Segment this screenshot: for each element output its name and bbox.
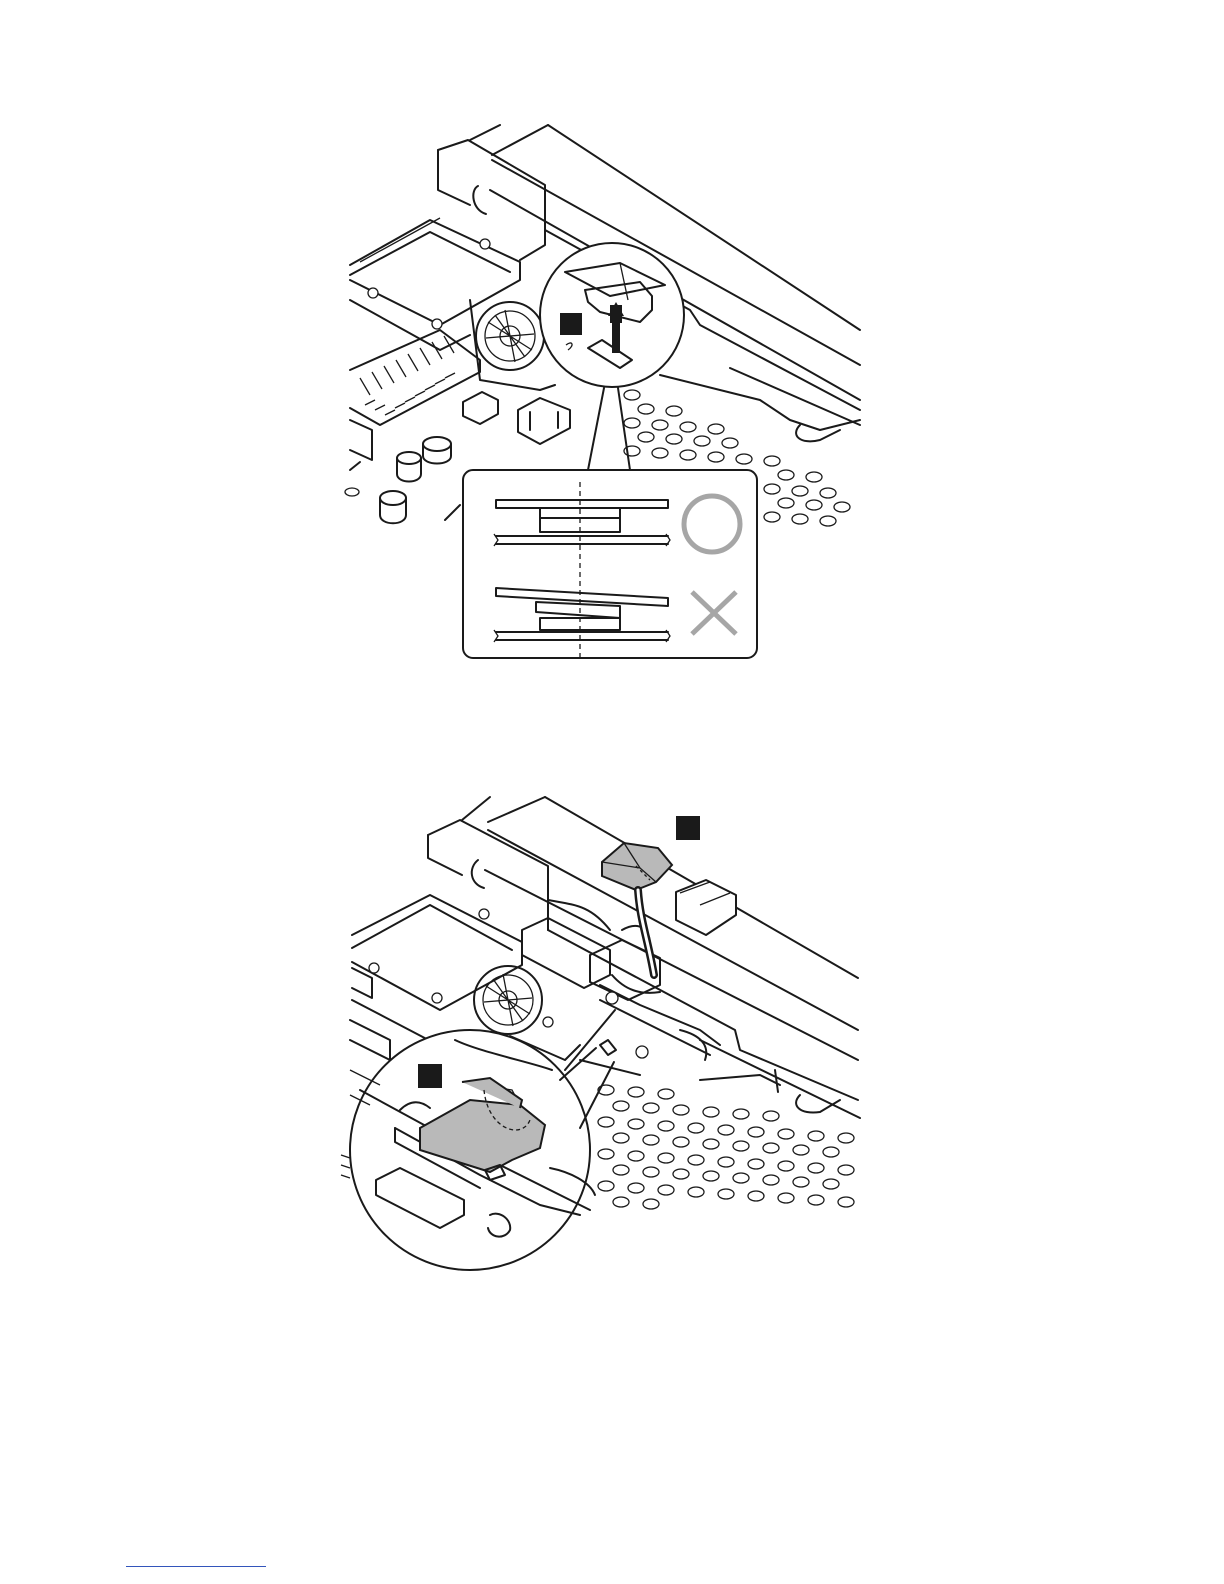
perforation-hole xyxy=(748,1191,764,1201)
perforation-hole xyxy=(643,1135,659,1145)
perforation-hole xyxy=(763,1111,779,1121)
perforation-hole xyxy=(793,1145,809,1155)
perforation-hole xyxy=(598,1117,614,1127)
perforation-hole xyxy=(763,1143,779,1153)
perforation-hole xyxy=(598,1181,614,1191)
perforation-hole xyxy=(823,1147,839,1157)
perforation-hole xyxy=(688,1155,704,1165)
perforation-hole xyxy=(628,1087,644,1097)
perforation-hole xyxy=(673,1105,689,1115)
perforation-hole xyxy=(643,1199,659,1209)
perforation-hole xyxy=(658,1089,674,1099)
perforation-hole xyxy=(613,1165,629,1175)
perforation-hole xyxy=(823,1179,839,1189)
perforation-hole xyxy=(643,1167,659,1177)
perforation-hole xyxy=(718,1189,734,1199)
perforation-hole xyxy=(748,1127,764,1137)
perforation-hole xyxy=(778,1129,794,1139)
perforation-hole xyxy=(598,1149,614,1159)
perforation-hole xyxy=(628,1151,644,1161)
perforation-hole xyxy=(673,1169,689,1179)
perforation-hole xyxy=(778,1193,794,1203)
perforation-holes-bottom xyxy=(598,1085,854,1209)
perforation-hole xyxy=(808,1195,824,1205)
perforation-hole xyxy=(613,1197,629,1207)
perforation-hole xyxy=(808,1163,824,1173)
perforation-hole xyxy=(733,1141,749,1151)
perforation-hole xyxy=(658,1121,674,1131)
perforation-hole xyxy=(688,1123,704,1133)
perforation-hole xyxy=(808,1131,824,1141)
perforation-hole xyxy=(733,1109,749,1119)
perforation-hole xyxy=(688,1187,704,1197)
perforation-hole xyxy=(658,1153,674,1163)
perforation-hole xyxy=(748,1159,764,1169)
perforation-hole xyxy=(703,1139,719,1149)
perforation-hole xyxy=(703,1171,719,1181)
perforation-hole xyxy=(793,1177,809,1187)
perforation-hole xyxy=(703,1107,719,1117)
perforation-hole xyxy=(733,1173,749,1183)
perforation-hole xyxy=(613,1101,629,1111)
perforation-hole xyxy=(838,1133,854,1143)
perforation-hole xyxy=(838,1165,854,1175)
perforation-hole xyxy=(718,1125,734,1135)
perforation-hole xyxy=(658,1185,674,1195)
perforation-hole xyxy=(613,1133,629,1143)
step-marker-bottom-inset xyxy=(418,1064,442,1088)
perforation-hole xyxy=(718,1157,734,1167)
footer-link-underline[interactable] xyxy=(126,1556,266,1567)
perforation-hole xyxy=(763,1175,779,1185)
perforation-hole xyxy=(628,1183,644,1193)
perforation-hole xyxy=(673,1137,689,1147)
perforation-hole xyxy=(838,1197,854,1207)
perforation-hole xyxy=(628,1119,644,1129)
step-marker-bottom-top xyxy=(676,816,700,840)
figure-bottom-cable-routing xyxy=(0,0,1224,1300)
perforation-hole xyxy=(778,1161,794,1171)
perforation-hole xyxy=(643,1103,659,1113)
